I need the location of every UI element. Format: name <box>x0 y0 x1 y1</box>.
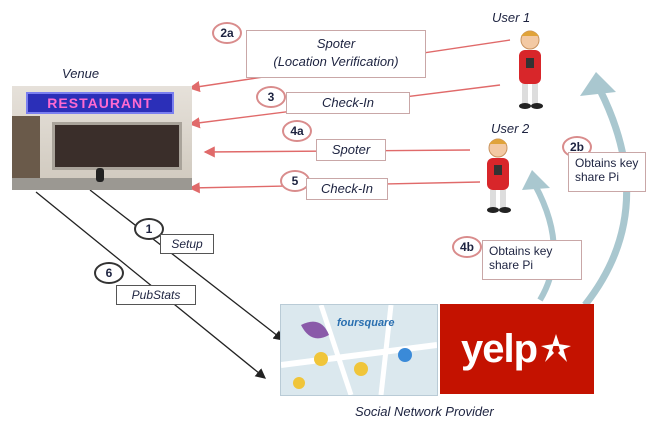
step-4a-badge: 4a <box>282 120 312 142</box>
foursquare-logo-text: foursquare <box>337 317 395 329</box>
step-1-badge: 1 <box>134 218 164 240</box>
step-2b-subtext: share Pi <box>575 170 620 185</box>
arrow-2b <box>582 88 631 308</box>
user2-label: User 2 <box>491 121 530 136</box>
user2-figure-icon <box>487 138 511 213</box>
step-4a-box: Spoter <box>316 139 386 161</box>
venue-label: Venue <box>62 66 100 81</box>
user1-figure-icon <box>519 30 543 109</box>
restaurant-sign-text: RESTAURANT <box>47 95 153 111</box>
user1-label: User 1 <box>492 10 531 25</box>
step-4b-badge: 4b <box>452 236 482 258</box>
arrow-1 <box>89 189 285 341</box>
arrow-2b-head <box>580 72 616 96</box>
step-5-box: Check-In <box>306 178 388 200</box>
arrow-4b-head <box>522 170 550 190</box>
step-4b-subtext: share Pi <box>489 258 534 273</box>
step-3-badge: 3 <box>256 86 286 108</box>
step-2b-text: Obtains key <box>575 156 639 170</box>
provider-label: Social Network Provider <box>355 404 494 419</box>
yelp-burst-icon <box>541 334 572 362</box>
step-3-box: Check-In <box>286 92 410 114</box>
step-6-box: PubStats <box>116 285 196 305</box>
yelp-panel: yelp <box>440 304 594 394</box>
step-2a-text: Spoter <box>316 36 356 51</box>
step-6-badge: 6 <box>94 262 124 284</box>
yelp-logo-text: yelp <box>460 326 538 371</box>
step-4b-text: Obtains key <box>489 244 553 258</box>
foursquare-map-icon <box>281 305 437 395</box>
restaurant-image: RESTAURANT <box>12 86 192 190</box>
step-2a-subtext: (Location Verification) <box>273 54 399 69</box>
step-4b-box: Obtains key share Pi <box>482 240 582 280</box>
step-2a-badge: 2a <box>212 22 242 44</box>
foursquare-panel: foursquare <box>280 304 438 396</box>
step-1-box: Setup <box>160 234 214 254</box>
step-2a-box: Spoter (Location Verification) <box>246 30 426 78</box>
step-2b-box: Obtains key share Pi <box>568 152 646 192</box>
